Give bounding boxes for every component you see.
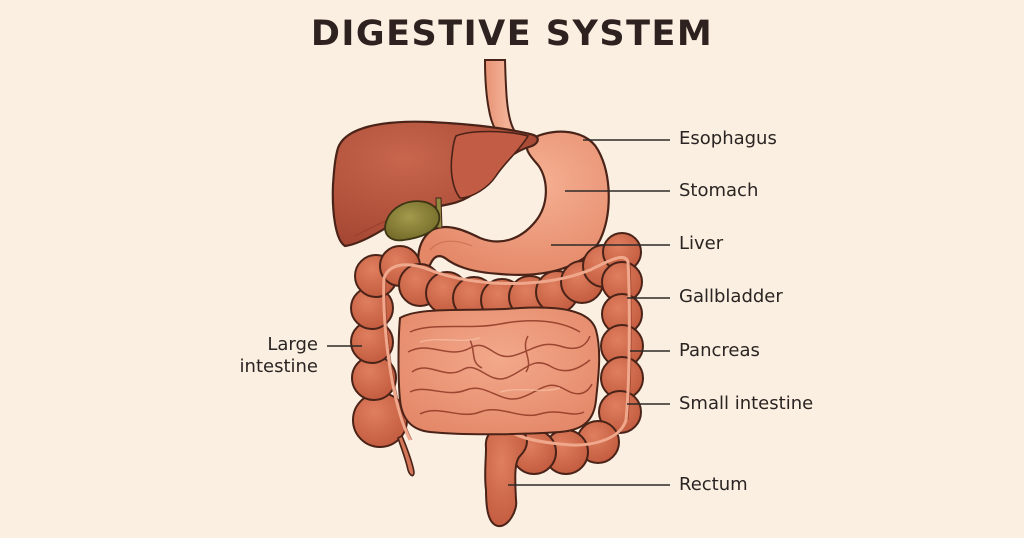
liver — [331, 120, 539, 248]
label-stomach: Stomach — [679, 180, 759, 201]
label-gallbladder: Gallbladder — [679, 286, 783, 307]
label-large-intestine: Large intestine — [218, 334, 318, 378]
label-small-intestine: Small intestine — [679, 393, 814, 414]
leader-lines — [327, 139, 670, 486]
label-pancreas: Pancreas — [679, 340, 760, 361]
diagram-title: DIGESTIVE SYSTEM — [310, 14, 714, 54]
label-esophagus: Esophagus — [679, 128, 777, 149]
label-rectum: Rectum — [679, 474, 748, 495]
label-liver: Liver — [679, 233, 724, 254]
label-large-intestine-line1: Large — [267, 334, 318, 355]
gallbladder — [384, 197, 443, 242]
small-intestine — [397, 306, 601, 436]
label-large-intestine-line2: intestine — [239, 356, 318, 377]
appendix — [397, 434, 415, 477]
colon-band — [382, 256, 631, 447]
